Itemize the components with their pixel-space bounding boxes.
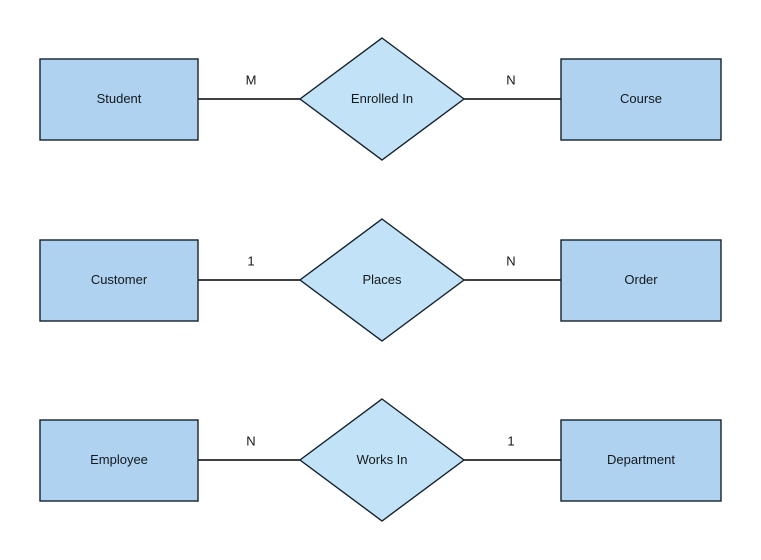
entity-box-employee[interactable] <box>39 419 199 502</box>
er-row-places: Customer Places Order 1 N <box>39 218 722 342</box>
entity-label-employee: Employee <box>90 452 148 467</box>
entity-label-course: Course <box>620 91 662 106</box>
entity-label-customer: Customer <box>91 272 148 287</box>
cardinality-right-places: N <box>506 253 515 268</box>
entity-box-order[interactable] <box>560 239 722 322</box>
relationship-diamond-places[interactable] <box>298 218 466 342</box>
entity-label-order: Order <box>624 272 658 287</box>
entity-box-customer[interactable] <box>39 239 199 322</box>
er-row-enrolled-in: Student Enrolled In Course M N <box>39 37 722 161</box>
relationship-label-enrolled-in: Enrolled In <box>351 91 413 106</box>
relationship-label-places: Places <box>362 272 402 287</box>
cardinality-left-enrolled-in: M <box>246 72 257 87</box>
er-row-works-in: Employee Works In Department N 1 <box>39 398 722 522</box>
relationship-label-works-in: Works In <box>356 452 407 467</box>
entity-label-student: Student <box>97 91 142 106</box>
cardinality-right-enrolled-in: N <box>506 72 515 87</box>
cardinality-right-works-in: 1 <box>507 433 514 448</box>
cardinality-left-places: 1 <box>247 253 254 268</box>
cardinality-left-works-in: N <box>246 433 255 448</box>
relationship-diamond-enrolled-in[interactable] <box>298 37 466 161</box>
relationship-diamond-works-in[interactable] <box>298 398 466 522</box>
entity-box-student[interactable] <box>39 58 199 141</box>
entity-label-department: Department <box>607 452 675 467</box>
entity-box-course[interactable] <box>560 58 722 141</box>
entity-box-department[interactable] <box>560 419 722 502</box>
